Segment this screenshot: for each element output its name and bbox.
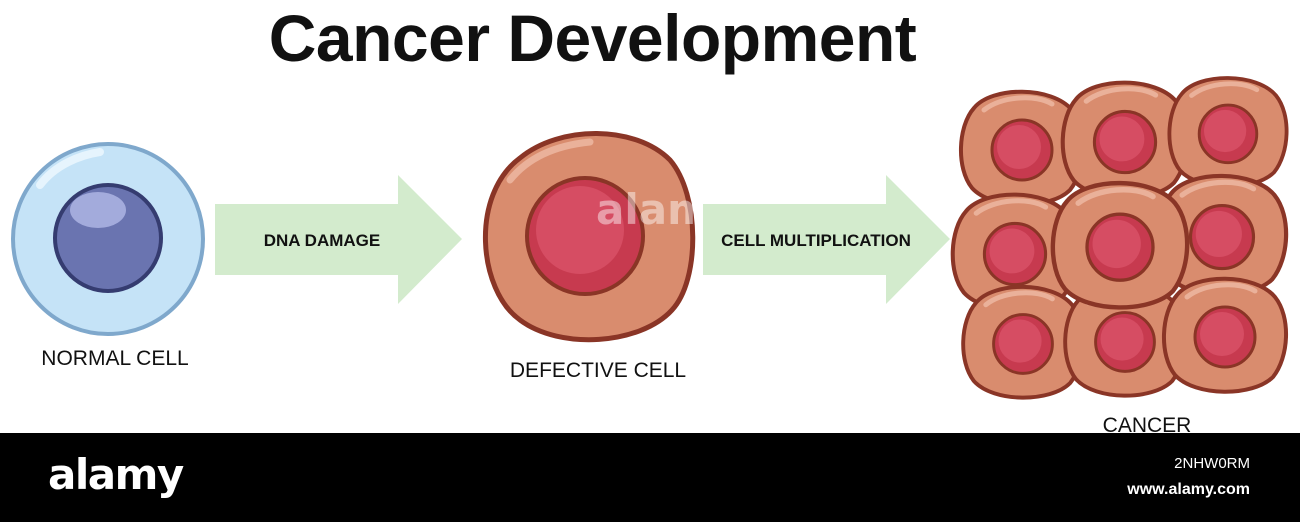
footer-banner: alamy 2NHW0RM www.alamy.com [0, 433, 1300, 522]
normal-cell [11, 142, 205, 336]
page-title: Cancer Development [268, 1, 917, 75]
label-normal-cell: NORMAL CELL [41, 347, 188, 370]
arrow-cell-multiplication: CELL MULTIPLICATION [703, 175, 950, 304]
image-id: 2NHW0RM [1174, 455, 1250, 472]
footer-url-link[interactable]: www.alamy.com [1127, 481, 1250, 498]
defective-cell: alamy [482, 131, 738, 343]
cancer-cluster [953, 78, 1287, 398]
label-cancer: CANCER [1103, 414, 1192, 433]
label-defective-cell: DEFECTIVE CELL [510, 359, 686, 382]
cancer-development-diagram: DNA DAMAGE alamy CELL MULTIPLICATION NOR… [11, 0, 1300, 433]
arrow-label-cell-multiplication: CELL MULTIPLICATION [721, 231, 911, 250]
arrow-dna-damage: DNA DAMAGE [215, 175, 462, 304]
alamy-logo[interactable]: alamy [48, 450, 184, 499]
arrow-label-dna-damage: DNA DAMAGE [264, 231, 380, 250]
